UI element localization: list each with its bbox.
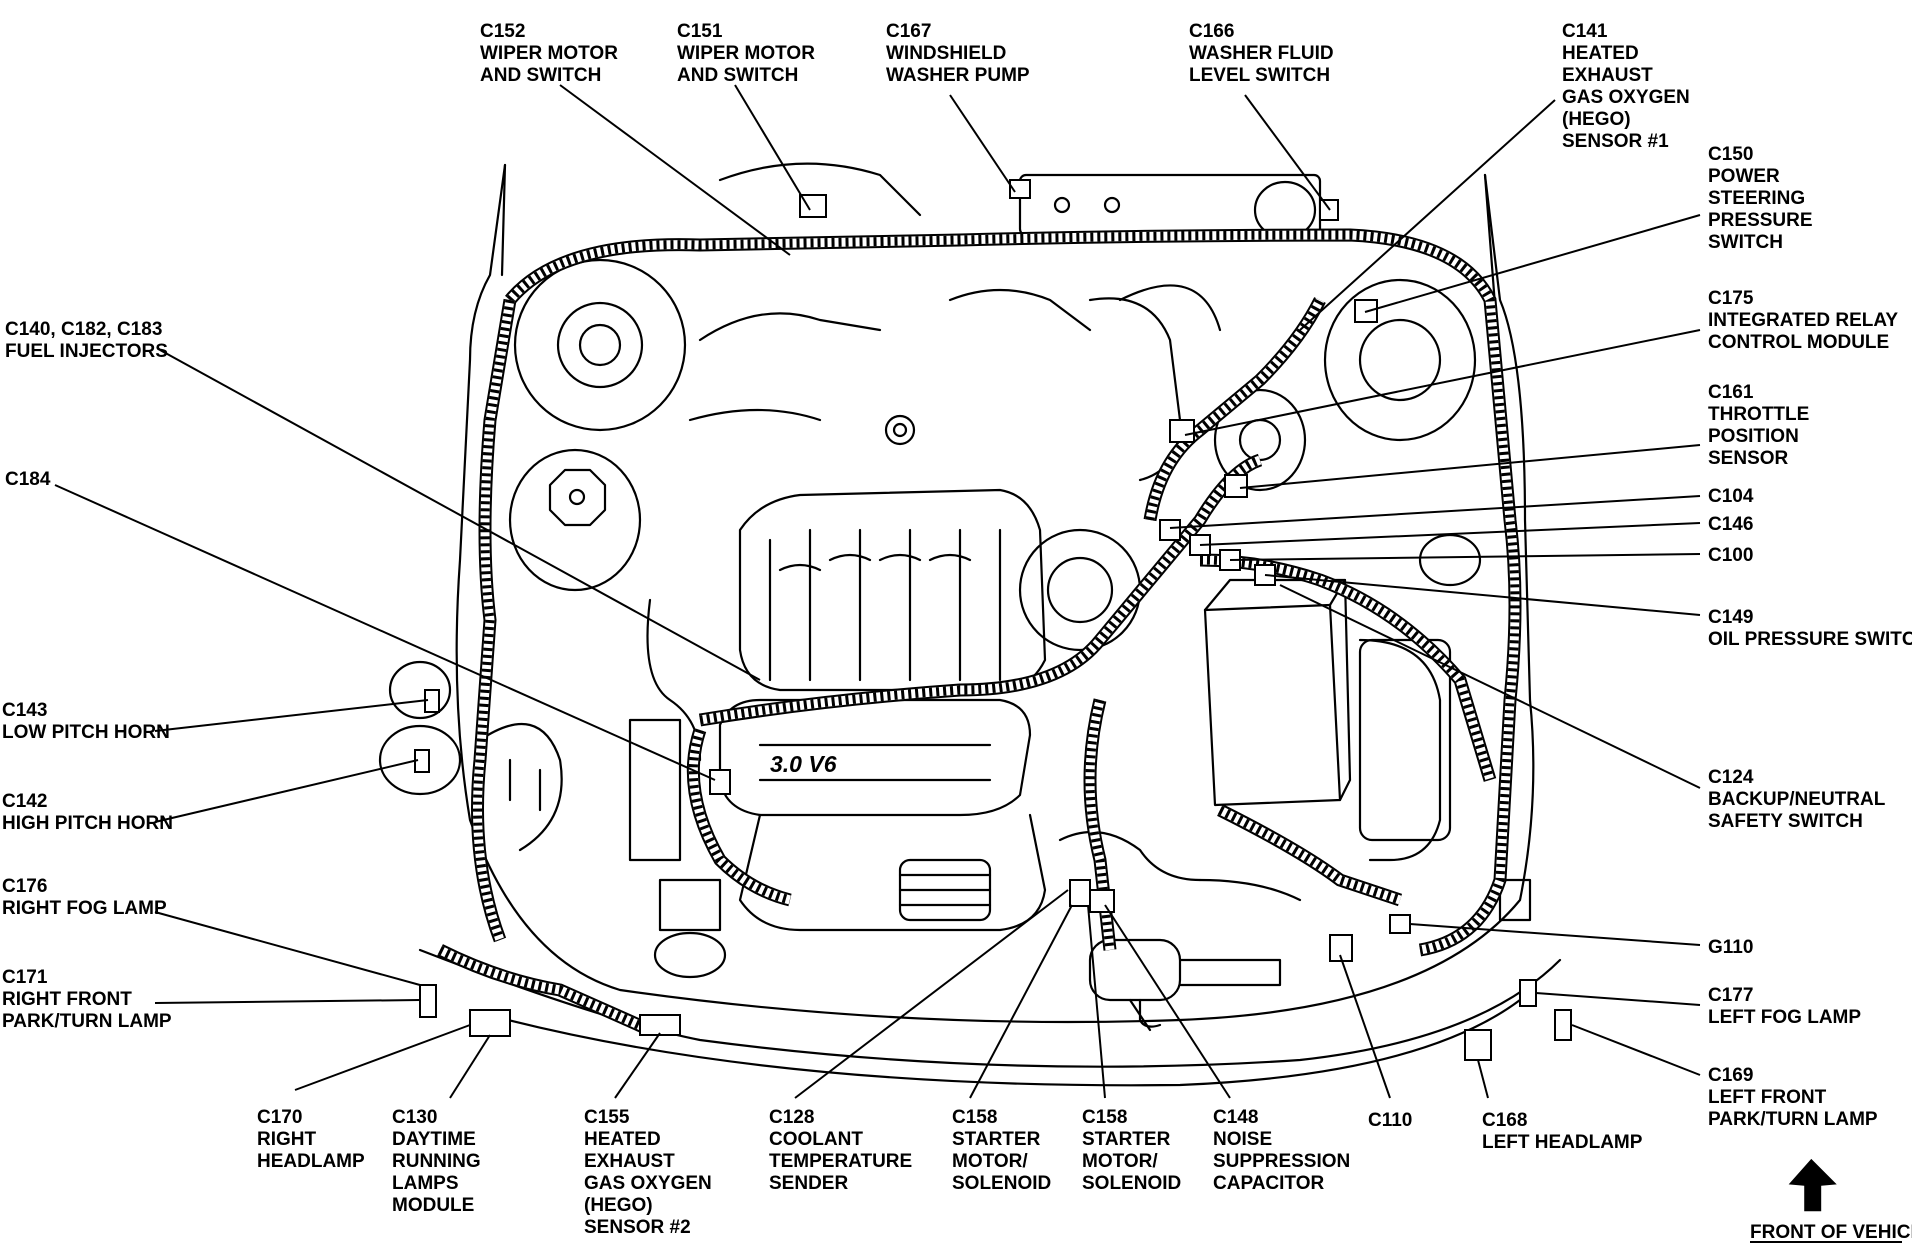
callout-c158-right: C158 STARTER MOTOR/ SOLENOID: [1082, 1107, 1181, 1194]
callout-c175: C175 INTEGRATED RELAY CONTROL MODULE: [1708, 288, 1903, 353]
callout-c151: C151 WIPER MOTOR AND SWITCH: [677, 21, 820, 86]
leader-lines: [54, 84, 1701, 1099]
callout-c142: C142 HIGH PITCH HORN: [2, 791, 173, 834]
callout-c146: C146: [1708, 514, 1753, 535]
connector-c110: [1329, 934, 1353, 962]
callout-c149: C149 OIL PRESSURE SWITCH: [1708, 607, 1912, 650]
callout-labels: C152 WIPER MOTOR AND SWITCH C151 WIPER M…: [2, 21, 1912, 1238]
callout-c152: C152 WIPER MOTOR AND SWITCH: [480, 21, 623, 86]
callout-c176: C176 RIGHT FOG LAMP: [2, 876, 167, 919]
connector-c158: [1069, 879, 1091, 907]
front-of-vehicle-label: FRONT OF VEHICLE: [1750, 1222, 1912, 1243]
connector-c175: [1169, 419, 1195, 443]
callout-c150: C150 POWER STEERING PRESSURE SWITCH: [1708, 144, 1818, 253]
callout-c177: C177 LEFT FOG LAMP: [1708, 985, 1861, 1028]
callout-g110: G110: [1708, 937, 1753, 958]
callout-c169: C169 LEFT FRONT PARK/TURN LAMP: [1708, 1065, 1878, 1130]
callout-c141: C141 HEATED EXHAUST GAS OXYGEN (HEGO) SE…: [1562, 21, 1695, 152]
connector-c148: [1089, 889, 1115, 913]
front-of-vehicle-indicator: FRONT OF VEHICLE: [1750, 1158, 1912, 1243]
connector-c169: [1554, 1009, 1572, 1041]
callout-c130: C130 DAYTIME RUNNING LAMPS MODULE: [392, 1107, 486, 1216]
callout-c168: C168 LEFT HEADLAMP: [1482, 1110, 1643, 1153]
connector-g110: [1389, 914, 1411, 934]
connector-c161: [1224, 474, 1248, 498]
connector-c130: [469, 1009, 511, 1037]
callout-c124: C124 BACKUP/NEUTRAL SAFETY SWITCH: [1708, 767, 1890, 832]
callout-c184: C184: [5, 469, 51, 490]
engine-badge: 3.0 V6: [770, 751, 837, 777]
wiring-harness: [437, 228, 1522, 1036]
connector-c104: [1159, 519, 1181, 541]
callout-c140-c182-c183: C140, C182, C183 FUEL INJECTORS: [5, 319, 168, 362]
callout-c167: C167 WINDSHIELD WASHER PUMP: [886, 21, 1030, 86]
callout-c171: C171 RIGHT FRONT PARK/TURN LAMP: [2, 967, 172, 1032]
callout-c166: C166 WASHER FLUID LEVEL SWITCH: [1189, 21, 1339, 86]
connector-c155: [639, 1014, 681, 1036]
callout-c110: C110: [1368, 1110, 1412, 1131]
engine-badge-text: 3.0 V6: [770, 751, 837, 777]
connector-c151: [799, 194, 827, 218]
connector-c184: [709, 769, 731, 795]
down-left-arrow-icon: [1788, 1158, 1837, 1212]
connector-symbols: [414, 179, 1572, 1061]
callout-c143: C143 LOW PITCH HORN: [2, 700, 170, 743]
callout-c161: C161 THROTTLE POSITION SENSOR: [1708, 382, 1815, 469]
connector-c168: [1464, 1029, 1492, 1061]
connector-c167: [1009, 179, 1031, 199]
connector-c177: [1519, 979, 1537, 1007]
engine-compartment-drawing: [378, 162, 1562, 1087]
callout-c104: C104: [1708, 486, 1754, 507]
callout-c155: C155 HEATED EXHAUST GAS OXYGEN (HEGO) SE…: [584, 1107, 717, 1238]
connector-c171: [419, 984, 437, 1018]
callout-c100: C100: [1708, 545, 1753, 566]
callout-c170: C170 RIGHT HEADLAMP: [257, 1107, 365, 1172]
callout-c128: C128 COOLANT TEMPERATURE SENDER: [769, 1107, 918, 1194]
callout-c158-left: C158 STARTER MOTOR/ SOLENOID: [952, 1107, 1051, 1194]
callout-c148: C148 NOISE SUPPRESSION CAPACITOR: [1213, 1107, 1356, 1194]
